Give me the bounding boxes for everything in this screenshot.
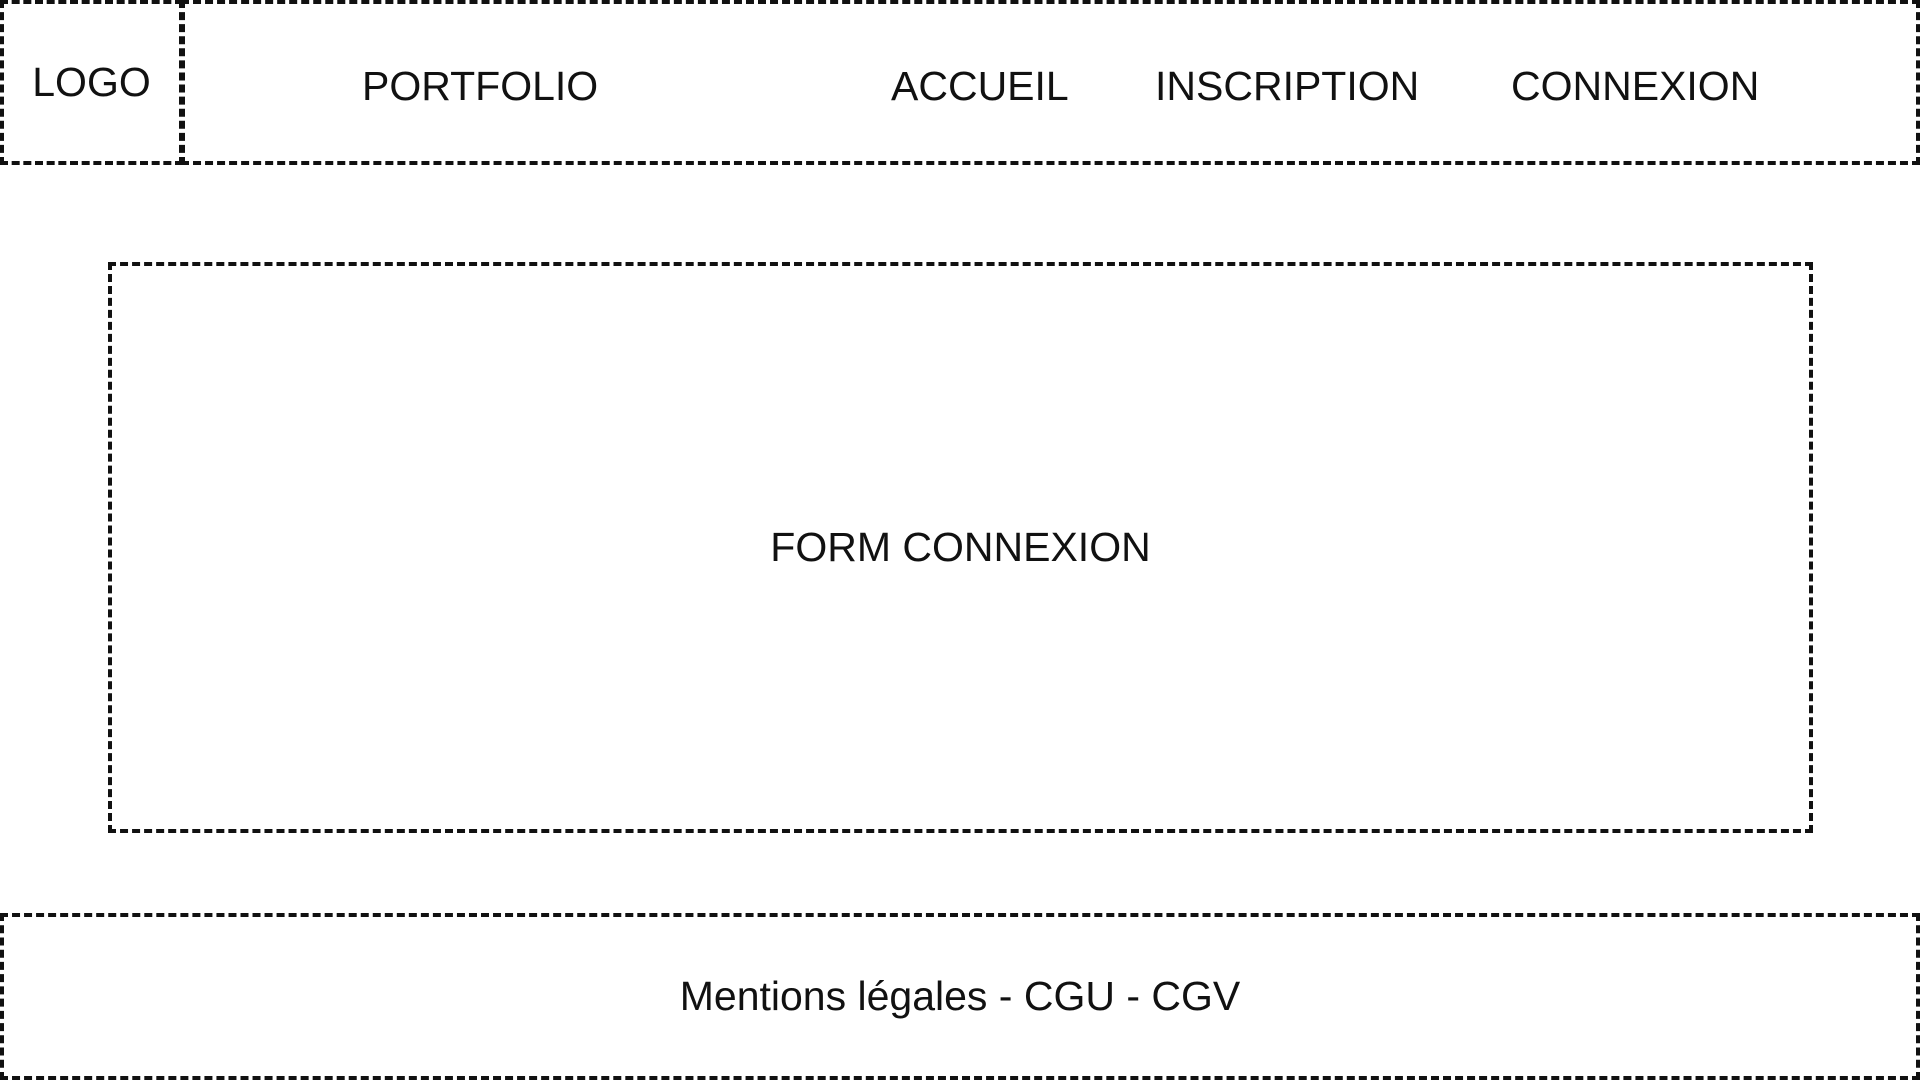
nav-item-connexion[interactable]: CONNEXION <box>1511 63 1760 109</box>
logo-box[interactable]: LOGO <box>0 0 183 165</box>
form-label: FORM CONNEXION <box>770 524 1151 570</box>
brand-title[interactable]: PORTFOLIO <box>362 63 599 109</box>
header-nav-box: PORTFOLIO ACCUEIL INSCRIPTION CONNEXION <box>181 0 1920 165</box>
nav-item-accueil[interactable]: ACCUEIL <box>891 63 1069 109</box>
footer-legal-links[interactable]: Mentions légales - CGU - CGV <box>679 973 1241 1019</box>
footer-box: Mentions légales - CGU - CGV <box>0 913 1920 1080</box>
logo-label: LOGO <box>32 59 151 105</box>
login-form-box[interactable]: FORM CONNEXION <box>108 262 1813 833</box>
nav-item-inscription[interactable]: INSCRIPTION <box>1155 63 1420 109</box>
